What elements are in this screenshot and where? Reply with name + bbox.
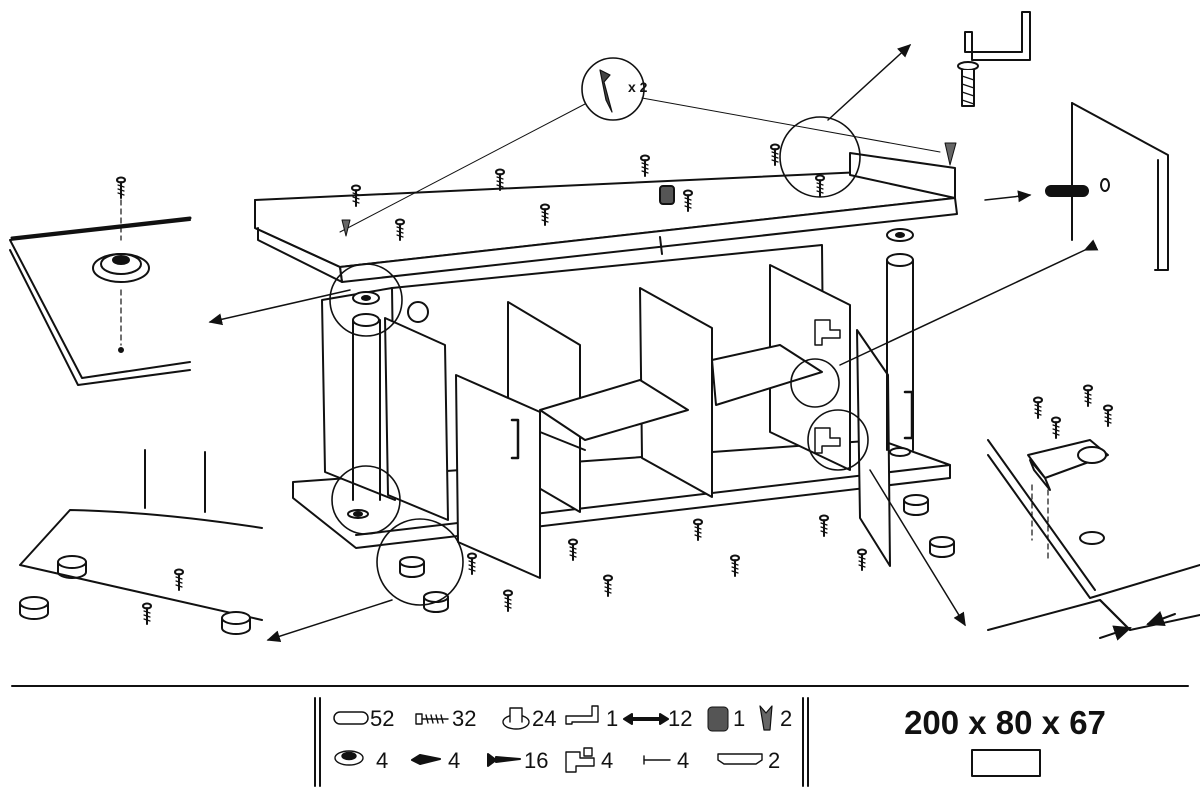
allen-key-count: 1: [606, 706, 618, 731]
bracket-count: 2: [780, 706, 792, 731]
wood-screw-icon: [411, 754, 441, 765]
cam-lock-count: 24: [532, 706, 556, 731]
right-column: [886, 228, 914, 457]
handle-icon: [717, 753, 763, 765]
shelf-left: [539, 379, 689, 441]
hinge-detail: [839, 239, 1200, 641]
cabinet-assembly: [254, 152, 958, 579]
pin-dowel-detail: [984, 102, 1169, 271]
pad-part: [659, 185, 675, 205]
top-panel: [254, 152, 958, 283]
hardware-legend: 52 32 24 1 12 1 2: [314, 697, 809, 787]
screw-count: 32: [452, 706, 476, 731]
screw-icon: [415, 713, 449, 725]
pad-icon: [707, 706, 729, 732]
multiplier-label: x 2: [628, 79, 648, 95]
right-door: [856, 329, 891, 567]
left-column: [347, 291, 381, 519]
dowel-count: 52: [370, 706, 394, 731]
pin-dowel-icon: [623, 713, 669, 725]
long-screw-count: 16: [524, 748, 548, 773]
detail-callouts: [329, 57, 869, 606]
inner-panel-1: [384, 317, 449, 521]
top-panel-detail: [9, 176, 351, 386]
foot-glide-count: 4: [376, 748, 388, 773]
wood-screw-count: 4: [448, 748, 460, 773]
allen-key-icon: [565, 705, 599, 725]
nail-icon: [643, 755, 671, 765]
handle-count: 2: [768, 748, 780, 773]
shelf-right: [711, 344, 823, 406]
foot-glide-icon: [334, 750, 364, 766]
bottom-panel-detail: [19, 449, 393, 643]
bracket-callout: x 2: [339, 69, 941, 233]
hinge-count: 4: [601, 748, 613, 773]
dowel-icon: [333, 711, 369, 725]
nail-count: 4: [677, 748, 689, 773]
dimensions-box-icon: [971, 749, 1041, 777]
long-screw-icon: [487, 753, 521, 767]
pin-dowel-count: 12: [668, 706, 692, 731]
hinge-icon: [565, 747, 595, 773]
bracket-icon: [759, 705, 773, 731]
dimensions-label: 200 x 80 x 67: [904, 704, 1106, 741]
cam-lock-icon: [502, 707, 530, 730]
pad-count: 1: [733, 706, 745, 731]
left-door: [455, 374, 541, 579]
allen-key-detail: [827, 11, 1031, 121]
